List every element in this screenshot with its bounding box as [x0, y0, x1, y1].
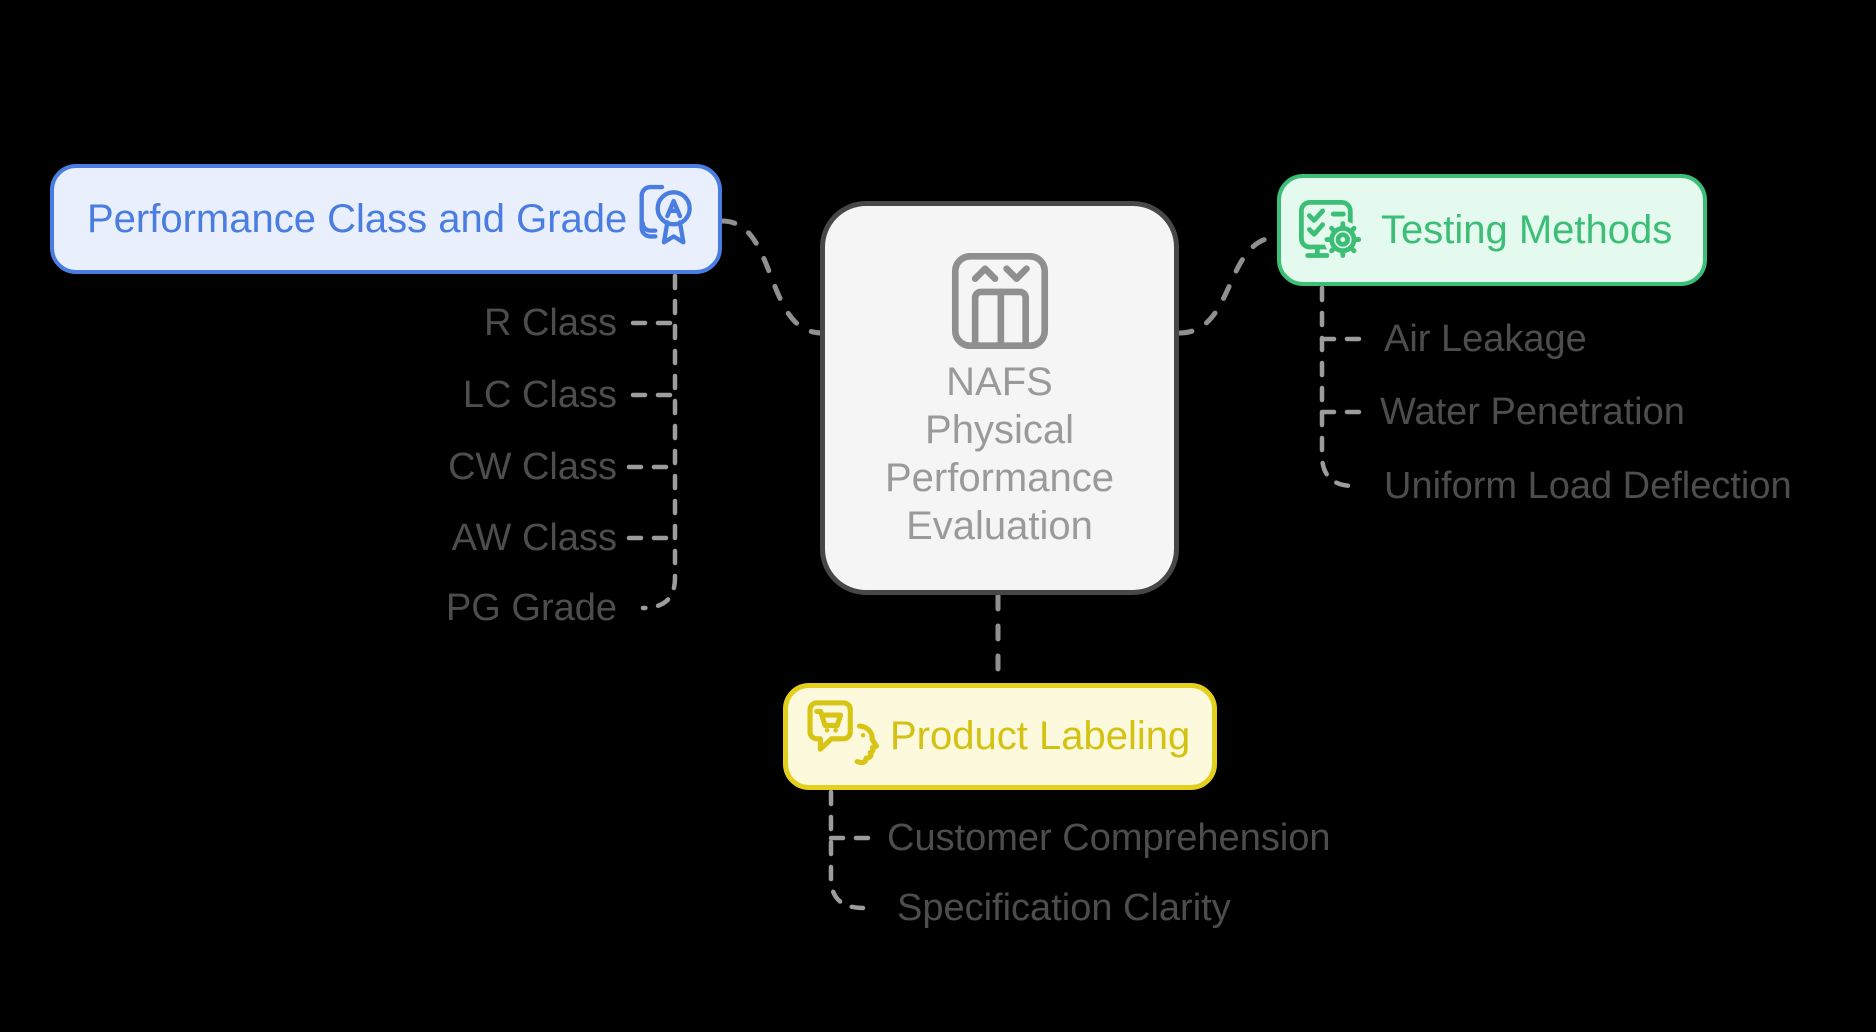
- branch-performance-class-label: Performance Class and Grade: [87, 196, 628, 241]
- leaf-specification-clarity: Specification Clarity: [897, 887, 1231, 929]
- branch-line-testing: [1319, 285, 1357, 489]
- leaf-air-leakage: Air Leakage: [1384, 318, 1587, 360]
- center-title-line: Evaluation: [906, 504, 1093, 548]
- leaf-cw-class: CW Class: [448, 446, 617, 488]
- customer-cart-icon: [807, 699, 882, 766]
- center-title-line: NAFS: [946, 360, 1053, 404]
- leaf-water-penetration: Water Penetration: [1380, 391, 1685, 433]
- connector-center-to-performance: [719, 218, 825, 336]
- branch-product-labeling-label: Product Labeling: [890, 714, 1191, 758]
- connector-center-to-testing: [1176, 234, 1282, 336]
- branch-performance-class: Performance Class and Grade: [50, 164, 722, 274]
- leaf-customer-comprehension: Customer Comprehension: [887, 817, 1331, 859]
- branch-line-performance: [640, 273, 678, 611]
- branch-testing-methods-label: Testing Methods: [1381, 207, 1673, 252]
- leaf-r-class: R Class: [483, 302, 617, 344]
- center-node: NAFS Physical Performance Evaluation: [820, 201, 1179, 595]
- center-node-title: NAFS Physical Performance Evaluation: [885, 358, 1114, 550]
- center-title-line: Performance: [885, 456, 1114, 500]
- branch-testing-methods: Testing Methods: [1277, 174, 1707, 286]
- checklist-gear-icon: [1298, 199, 1362, 259]
- branch-product-labeling: Product Labeling: [783, 683, 1217, 790]
- leaf-pg-grade: PG Grade: [445, 587, 617, 629]
- leaf-lc-class: LC Class: [462, 374, 617, 416]
- center-title-line: Physical: [925, 408, 1074, 452]
- leaf-uniform-load-deflection: Uniform Load Deflection: [1384, 465, 1792, 507]
- elevator-icon: [951, 252, 1048, 350]
- grade-a-book-icon: [639, 184, 692, 245]
- leaf-aw-class: AW Class: [451, 517, 617, 559]
- branch-line-labeling: [828, 789, 866, 911]
